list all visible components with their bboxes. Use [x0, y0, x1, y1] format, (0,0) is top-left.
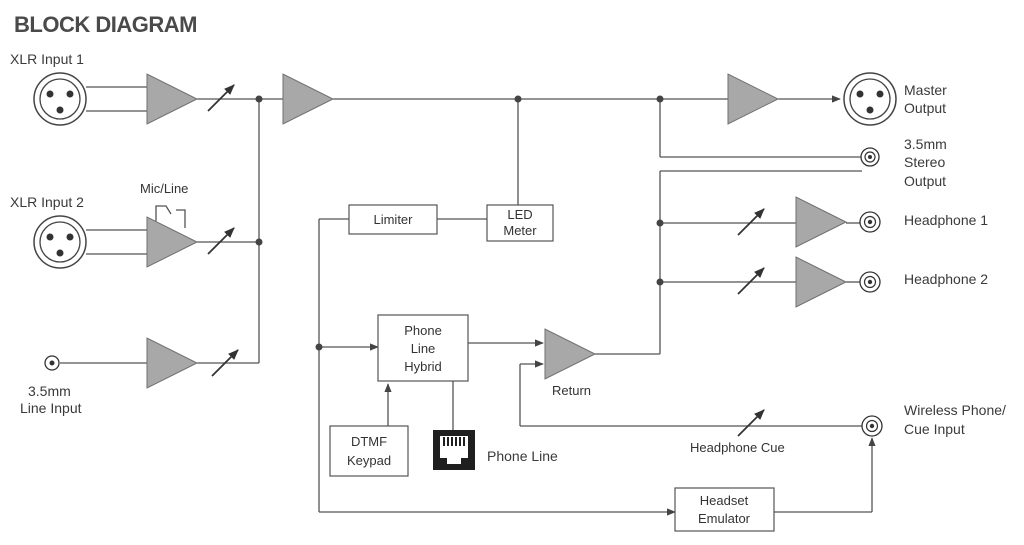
wireless-cue-jack-icon — [861, 415, 883, 437]
phone-line-label: Phone Line — [487, 448, 558, 464]
line-input-amp — [146, 337, 199, 389]
headphone-2-label: Headphone 2 — [904, 271, 988, 287]
wireless-cue-label-2: Cue Input — [904, 421, 965, 437]
xlr2-gain-arrow-icon — [207, 227, 235, 255]
xlr-input-2-label: XLR Input 2 — [10, 194, 84, 210]
return-label: Return — [552, 383, 591, 398]
line-input-jack-icon — [44, 355, 60, 371]
master-output-label-1: Master — [904, 82, 947, 98]
phone-hybrid-label-3: Hybrid — [404, 359, 442, 374]
phone-hybrid-label-2: Line — [411, 341, 436, 356]
signal-wires — [60, 86, 876, 516]
headset-emulator-label-1: Headset — [700, 493, 749, 508]
mic-line-switch-label: Mic/Line — [140, 181, 188, 196]
page-title: BLOCK DIAGRAM — [14, 12, 197, 37]
phone-hybrid-box — [377, 314, 469, 382]
phone-line-jack-icon — [433, 430, 475, 470]
limiter-label: Limiter — [373, 212, 413, 227]
xlr-input-2-connector-icon — [33, 215, 87, 269]
phone-hybrid-label-1: Phone — [404, 323, 442, 338]
headphone2-gain-arrow-icon — [737, 267, 765, 295]
line-input-label-1: 3.5mm — [28, 383, 71, 399]
line-input-label-2: Line Input — [20, 400, 82, 416]
master-amp — [727, 73, 780, 125]
stereo-output-label-2: Stereo — [904, 154, 945, 170]
xlr2-preamp — [146, 216, 199, 268]
led-meter-box — [486, 204, 554, 242]
master-output-label-2: Output — [904, 100, 946, 116]
headset-emulator-label-2: Emulator — [698, 511, 751, 526]
xlr1-preamp — [146, 73, 199, 125]
junction-dots — [255, 95, 664, 351]
limiter-box — [348, 204, 438, 235]
gain-controls — [207, 84, 765, 437]
headphone1-amp — [795, 196, 848, 248]
return-amp — [544, 328, 597, 380]
wireless-cue-label-1: Wireless Phone/ — [904, 402, 1006, 418]
stereo-output-label-1: 3.5mm — [904, 136, 947, 152]
dtmf-keypad-label-2: Keypad — [347, 453, 391, 468]
xlr-input-1-connector-icon — [33, 72, 87, 126]
amplifiers — [146, 73, 848, 389]
main-amp — [282, 73, 335, 125]
xlr1-gain-arrow-icon — [207, 84, 235, 112]
dtmf-keypad-box — [329, 425, 409, 477]
headphone1-gain-arrow-icon — [737, 208, 765, 236]
xlr-input-1-label: XLR Input 1 — [10, 51, 84, 67]
headset-emulator-box — [674, 487, 775, 532]
stereo-output-label-3: Output — [904, 173, 946, 189]
dtmf-keypad-label-1: DTMF — [351, 434, 387, 449]
headphone-cue-label: Headphone Cue — [690, 440, 785, 455]
headphone-1-label: Headphone 1 — [904, 212, 988, 228]
stereo-output-jack-icon — [860, 147, 880, 167]
led-meter-label-2: Meter — [503, 223, 537, 238]
headphone2-amp — [795, 256, 848, 308]
led-meter-label-1: LED — [507, 207, 532, 222]
headphone-2-jack-icon — [859, 271, 881, 293]
cue-gain-arrow-icon — [737, 409, 765, 437]
headphone-1-jack-icon — [859, 211, 881, 233]
master-output-connector-icon — [843, 72, 897, 126]
line-gain-arrow-icon — [211, 349, 239, 377]
